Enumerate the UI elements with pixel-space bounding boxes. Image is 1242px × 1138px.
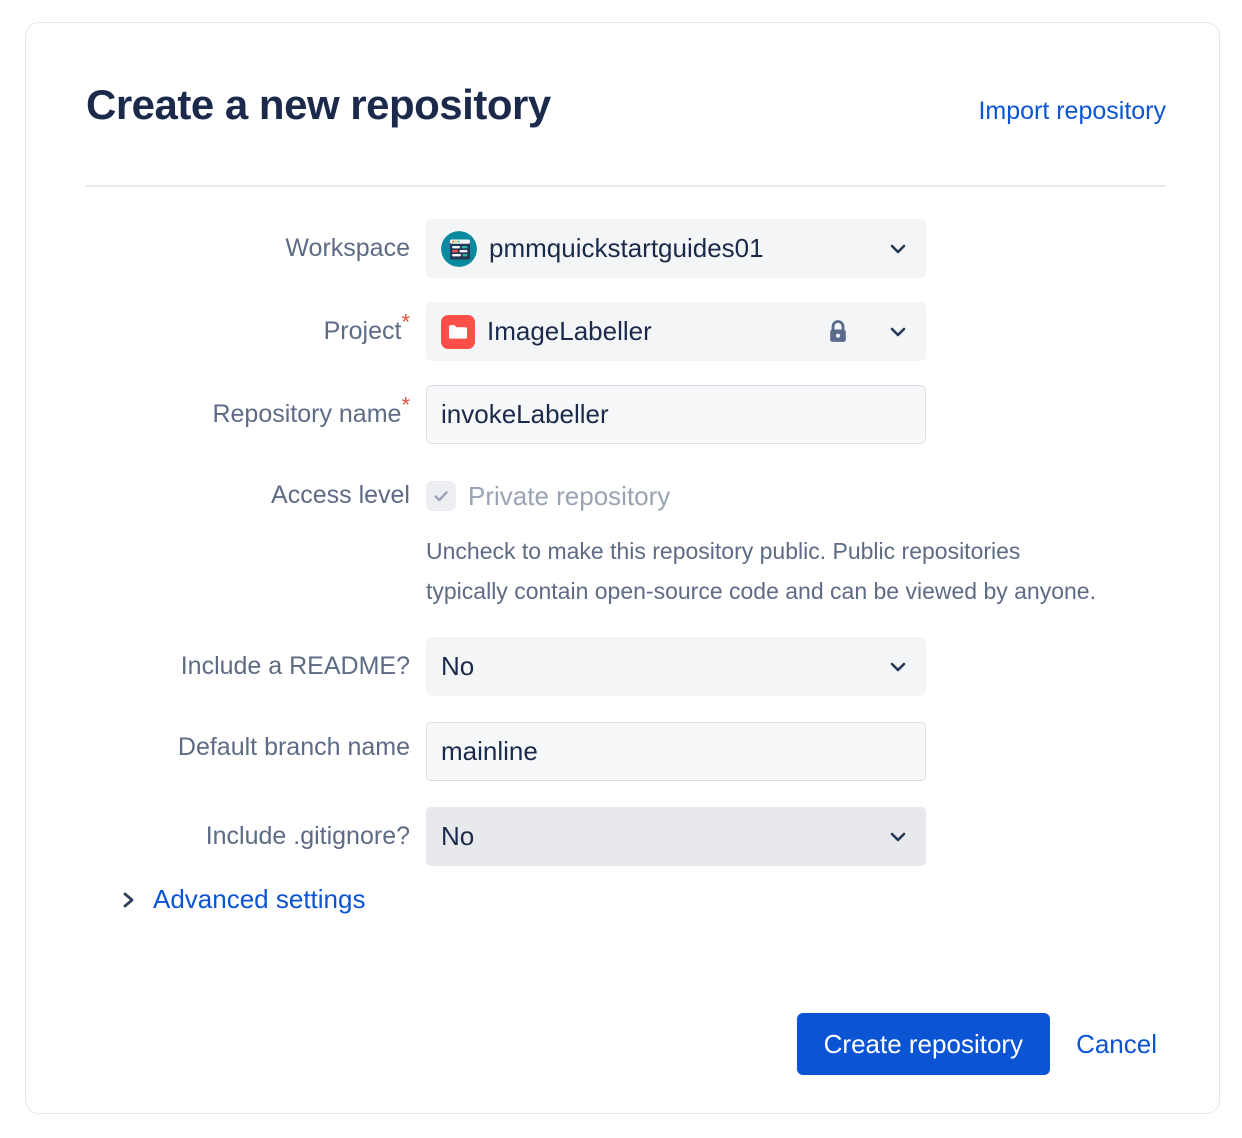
workspace-select[interactable]: pmmquickstartguides01	[426, 219, 926, 278]
project-select[interactable]: ImageLabeller	[426, 302, 926, 361]
include-gitignore-value: No	[441, 821, 475, 852]
repository-name-label-text: Repository name	[212, 400, 402, 428]
lock-icon	[825, 318, 851, 346]
form-row-repository-name: Repository name*	[86, 385, 1166, 444]
private-repository-checkbox-row[interactable]: Private repository	[426, 468, 1166, 518]
project-control: ImageLabeller	[426, 302, 1166, 361]
cancel-button[interactable]: Cancel	[1072, 1031, 1161, 1057]
include-readme-select[interactable]: No	[426, 637, 926, 697]
form-row-default-branch: Default branch name	[86, 722, 1166, 782]
include-readme-value: No	[441, 651, 475, 682]
form-row-include-gitignore: Include .gitignore? No	[86, 807, 1166, 867]
form-row-project: Project* ImageLabeller	[86, 302, 1166, 361]
chevron-down-icon	[887, 321, 909, 343]
project-folder-icon	[441, 314, 475, 349]
include-readme-label: Include a README?	[180, 652, 410, 681]
repository-form: Workspace	[86, 219, 1166, 915]
form-actions: Create repository Cancel	[796, 1013, 1161, 1075]
access-level-control: Private repository Uncheck to make this …	[426, 468, 1166, 611]
advanced-settings-label: Advanced settings	[153, 884, 366, 915]
default-branch-control	[426, 722, 1166, 782]
chevron-down-icon	[887, 656, 909, 678]
include-readme-control: No	[426, 637, 1166, 697]
workspace-label: Workspace	[285, 234, 410, 262]
create-repository-card: Create a new repository Import repositor…	[25, 22, 1220, 1114]
card-header: Create a new repository Import repositor…	[86, 79, 1166, 187]
access-level-label: Access level	[271, 481, 410, 509]
default-branch-label: Default branch name	[177, 733, 410, 762]
include-gitignore-label: Include .gitignore?	[205, 822, 410, 851]
workspace-control: pmmquickstartguides01	[426, 219, 1166, 278]
import-repository-link[interactable]: Import repository	[978, 97, 1166, 125]
checkmark-icon	[431, 486, 451, 506]
workspace-value: pmmquickstartguides01	[489, 233, 764, 263]
repository-name-control	[426, 385, 1166, 444]
repository-name-label: Repository name*	[86, 385, 426, 430]
chevron-down-icon	[887, 238, 909, 260]
advanced-settings-toggle[interactable]: Advanced settings	[119, 884, 365, 915]
project-required-marker: *	[401, 309, 410, 335]
create-repository-button[interactable]: Create repository	[796, 1013, 1051, 1075]
repository-name-input[interactable]	[426, 385, 926, 444]
default-branch-input[interactable]	[426, 722, 926, 782]
project-label: Project*	[86, 302, 426, 347]
form-row-workspace: Workspace	[86, 219, 1166, 278]
project-value: ImageLabeller	[487, 316, 652, 346]
form-row-access-level: Access level Private repository Unchec	[86, 468, 1166, 611]
access-level-help-text: Uncheck to make this repository public. …	[426, 538, 1096, 604]
chevron-right-icon	[119, 889, 139, 911]
page-title: Create a new repository	[86, 81, 551, 128]
project-label-text: Project	[323, 317, 402, 345]
private-repository-checkbox[interactable]	[426, 481, 456, 511]
repository-name-required-marker: *	[401, 392, 410, 418]
include-gitignore-control: No	[426, 807, 1166, 867]
chevron-down-icon	[887, 826, 909, 848]
form-row-include-readme: Include a README? No	[86, 637, 1166, 697]
include-gitignore-select[interactable]: No	[426, 807, 926, 867]
private-repository-label: Private repository	[468, 480, 671, 511]
workspace-avatar-icon	[441, 230, 477, 267]
